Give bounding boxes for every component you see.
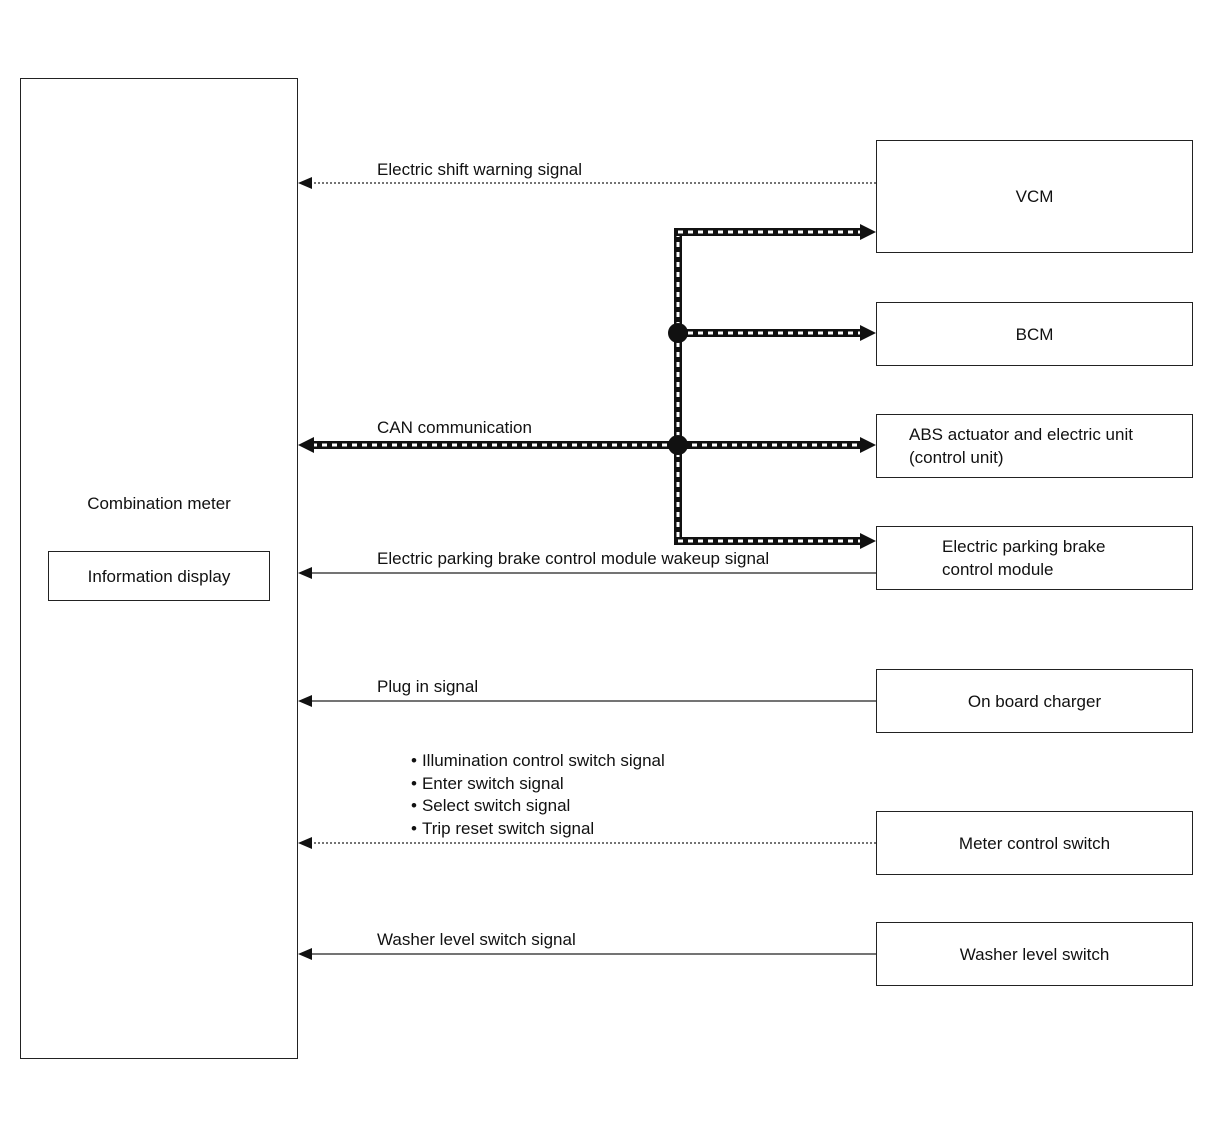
abs-actuator-box: ABS actuator and electric unit (control … — [876, 414, 1193, 478]
epb-wakeup-label: Electric parking brake control module wa… — [377, 549, 770, 568]
meter-switch-arrowhead — [298, 837, 312, 849]
washer-level-switch-label: Washer level switch — [959, 944, 1110, 964]
on-board-charger-label: On board charger — [967, 691, 1102, 711]
abs-actuator-label-line1: ABS actuator and electric unit — [909, 425, 1133, 444]
electric-shift-warning-arrowhead — [298, 177, 312, 189]
vcm-label: VCM — [1015, 187, 1054, 206]
combination-meter-label: Combination meter — [87, 494, 231, 513]
can-arrowhead-abs — [860, 437, 876, 453]
list-item: Illumination control switch signal — [411, 750, 665, 773]
can-arrowhead-bcm — [860, 325, 876, 341]
can-junction-bcm — [668, 323, 688, 343]
on-board-charger-box: On board charger — [876, 669, 1193, 733]
meter-control-switch-box: Meter control switch — [876, 811, 1193, 875]
information-display-label: Information display — [87, 566, 231, 586]
vcm-box: VCM — [876, 140, 1193, 253]
epb-wakeup-arrowhead — [298, 567, 312, 579]
list-item: Trip reset switch signal — [411, 818, 665, 841]
information-display-box: Information display — [48, 551, 270, 601]
washer-level-switch-box: Washer level switch — [876, 922, 1193, 986]
can-bus — [312, 228, 862, 545]
washer-level-label: Washer level switch signal — [377, 930, 576, 949]
can-arrowhead-vcm — [860, 224, 876, 240]
washer-level-arrowhead — [298, 948, 312, 960]
bcm-box: BCM — [876, 302, 1193, 366]
epb-control-module-label-line1: Electric parking brake — [942, 537, 1106, 556]
electric-shift-warning-label: Electric shift warning signal — [377, 160, 583, 179]
can-junction-main — [668, 435, 688, 455]
plug-in-arrowhead — [298, 695, 312, 707]
meter-control-switch-label: Meter control switch — [958, 833, 1111, 853]
epb-control-module-label-line2: control module — [942, 560, 1054, 579]
can-communication-label: CAN communication — [377, 418, 532, 437]
can-arrowhead-epb — [860, 533, 876, 549]
bcm-label: BCM — [1015, 324, 1054, 344]
plug-in-label: Plug in signal — [377, 677, 479, 696]
list-item: Enter switch signal — [411, 773, 665, 796]
abs-actuator-label-line2: (control unit) — [909, 448, 1004, 467]
meter-switch-signal-list: Illumination control switch signal Enter… — [411, 750, 665, 840]
can-arrowhead-meter — [298, 437, 314, 453]
list-item: Select switch signal — [411, 795, 665, 818]
epb-control-module-box: Electric parking brake control module — [876, 526, 1193, 590]
